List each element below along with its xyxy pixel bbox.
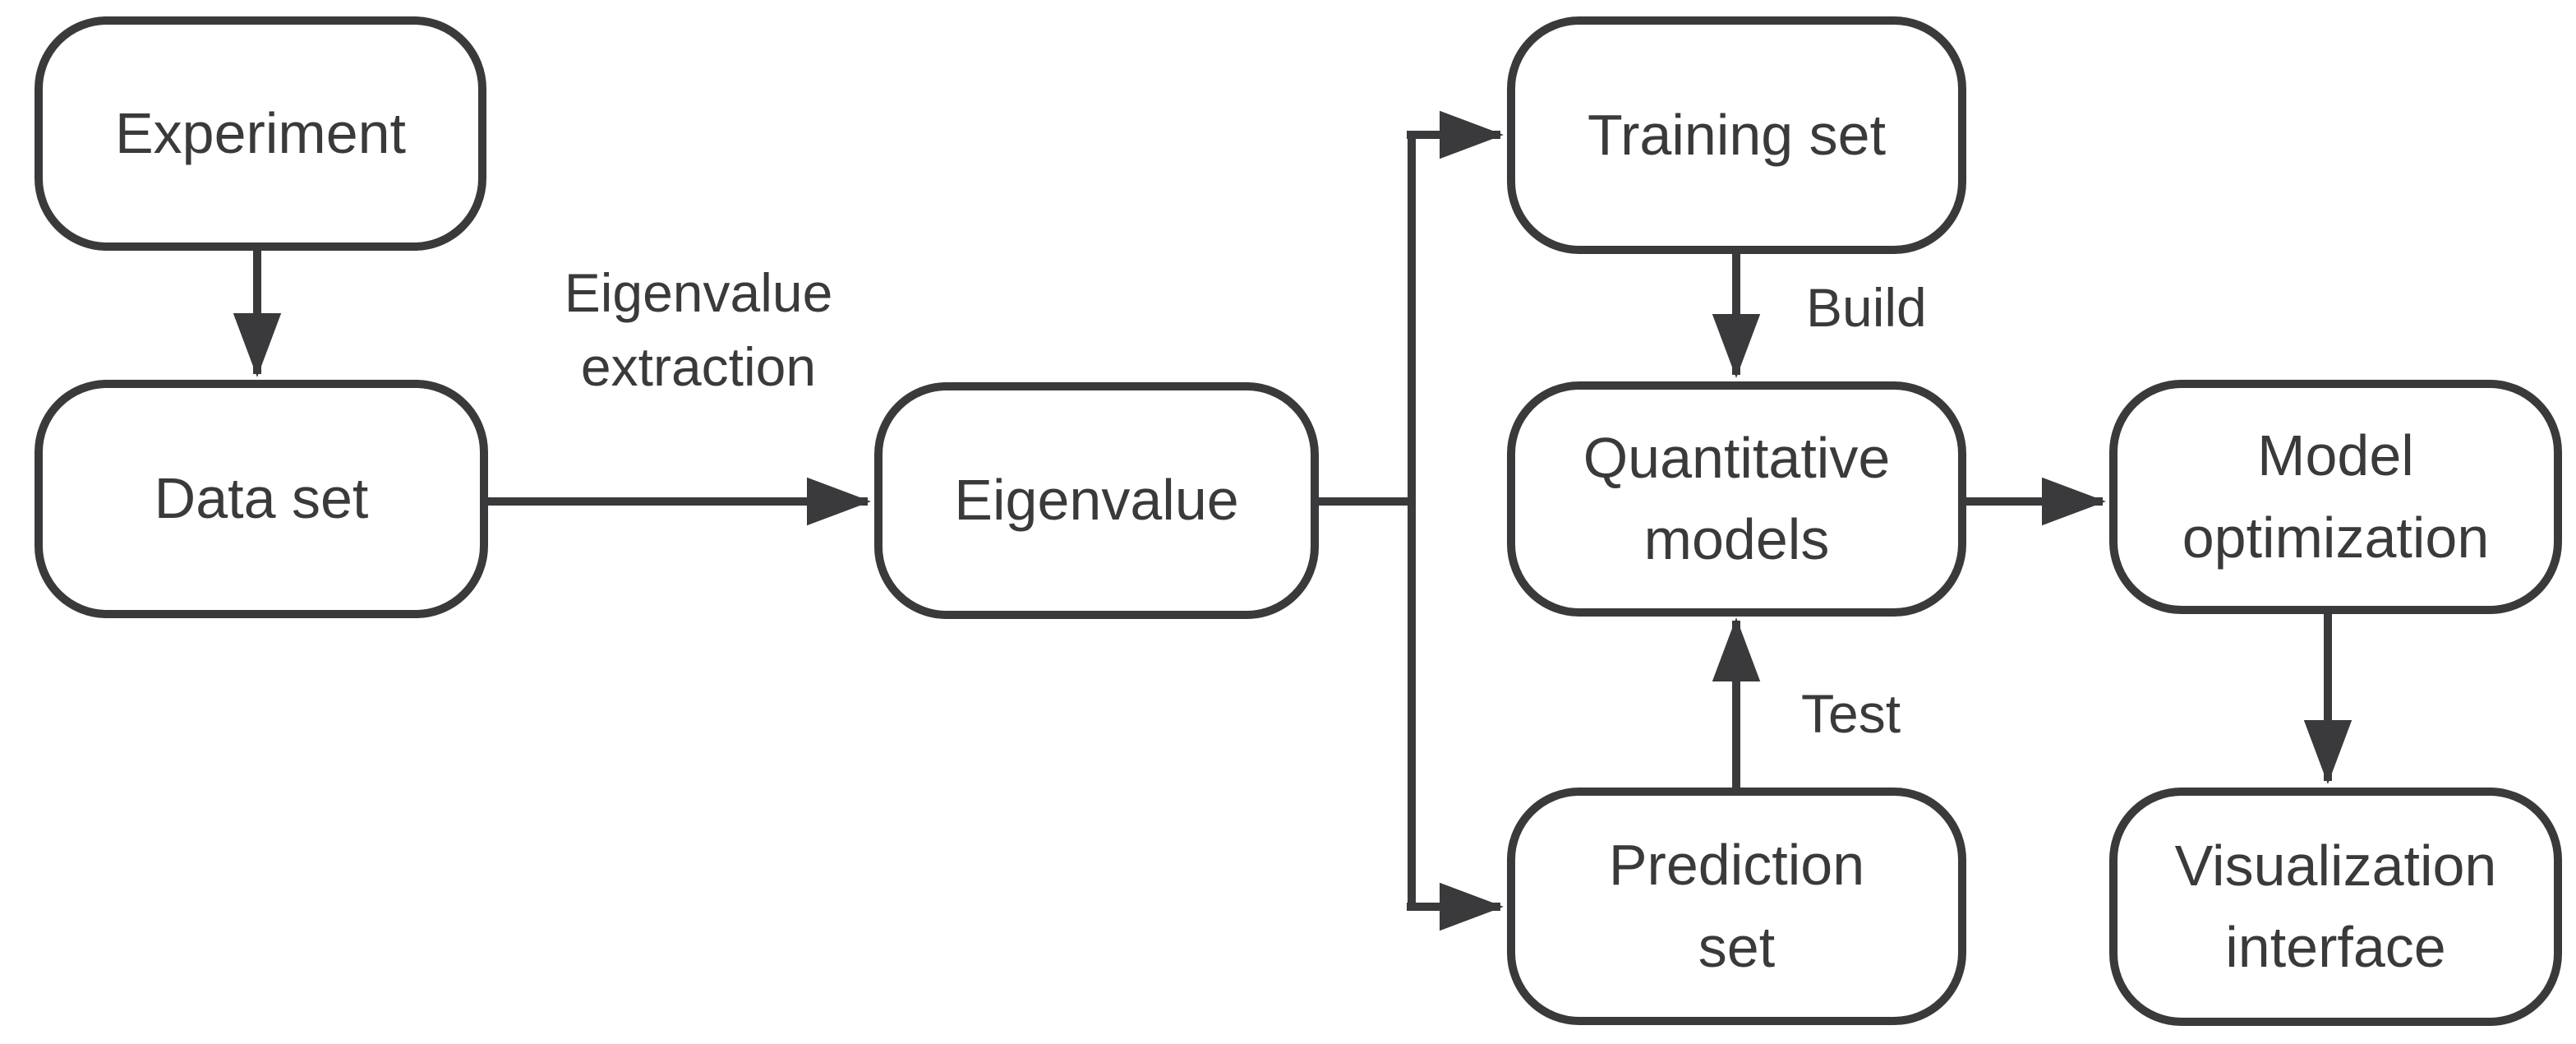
node-prediction-set: Prediction set	[1507, 788, 1966, 1025]
node-experiment: Experiment	[35, 16, 486, 251]
node-experiment-label: Experiment	[114, 100, 407, 165]
node-data-set-label: Data set	[154, 466, 369, 531]
edge-label-build: Build	[1806, 277, 1927, 338]
node-model-optimization: Model optimization	[2109, 380, 2562, 614]
node-training-set-label: Training set	[1587, 102, 1887, 167]
node-prediction-set-label: Prediction set	[1608, 833, 1865, 979]
node-model-optimization-label: Model optimization	[2182, 423, 2490, 570]
node-eigenvalue: Eigenvalue	[874, 382, 1319, 619]
node-visualization-interface-label: Visualization interface	[2174, 833, 2497, 979]
node-training-set: Training set	[1507, 16, 1966, 254]
node-eigenvalue-label: Eigenvalue	[954, 468, 1239, 533]
node-quantitative-models: Quantitative models	[1507, 381, 1966, 617]
node-data-set: Data set	[35, 380, 488, 618]
edge-label-eigenvalue-extraction: Eigenvalue extraction	[564, 262, 833, 397]
edge-label-test: Test	[1801, 683, 1901, 744]
node-visualization-interface: Visualization interface	[2109, 788, 2562, 1026]
node-quantitative-models-label: Quantitative models	[1583, 425, 1891, 571]
